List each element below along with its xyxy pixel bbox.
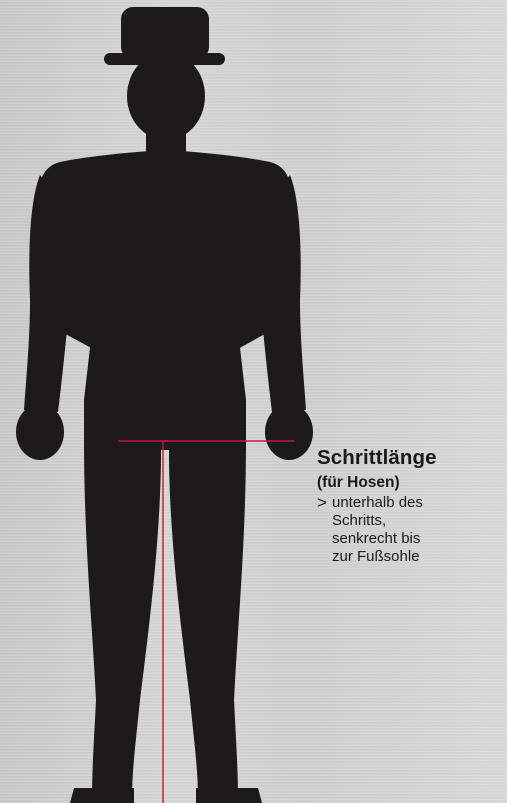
right-foot [196, 788, 262, 803]
hips [84, 330, 246, 450]
left-fist [16, 404, 64, 460]
right-fist [265, 404, 313, 460]
inseam-info: Schrittlänge (für Hosen) > unterhalb des… [317, 446, 437, 566]
left-foot [70, 788, 134, 803]
measure-title: Schrittlänge [317, 446, 437, 470]
measure-description: unterhalb des Schritts, senkrecht bis zu… [332, 494, 437, 566]
person-silhouette [16, 7, 313, 803]
hat-crown [121, 7, 209, 59]
right-leg [169, 440, 246, 798]
bullet-arrow-icon: > [317, 494, 327, 511]
measure-subtitle: (für Hosen) [317, 474, 437, 492]
measure-description-block: > unterhalb des Schritts, senkrecht bis … [317, 494, 437, 566]
left-leg [84, 440, 161, 798]
